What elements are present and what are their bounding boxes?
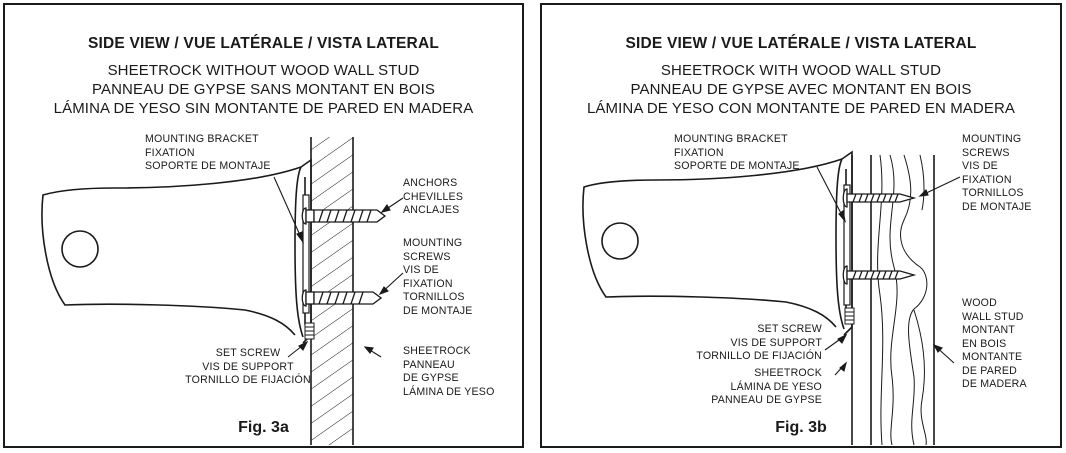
label-sheetrock: SHEETROCK LÁMINA DE YESO PANNEAU DE GYPS… [711,367,822,406]
drawing-no-stud [41,137,404,445]
label-anchors: ANCHORS CHEVILLES ANCLAJES [403,177,464,216]
label-mounting-screws: MOUNTING SCREWS VIS DE FIXATION TORNILLO… [962,133,1032,213]
mounting-bracket-plate [843,184,851,306]
sheetrock-wall [310,137,354,445]
figure-label: Fig. 3a [238,419,289,436]
drawing-with-stud [582,150,961,446]
label-mounting-bracket: MOUNTING BRACKET FIXATION SOPORTE DE MON… [145,133,271,172]
figure-subtitle: SHEETROCK WITHOUT WOOD WALL STUD PANNEAU… [5,61,522,118]
subtitle-line-es: LÁMINA DE YESO CON MONTANTE DE PARED EN … [586,100,1015,117]
label-set-screw: SET SCREW VIS DE SUPPORT TORNILLO DE FIJ… [696,323,822,362]
label-sheetrock: SHEETROCK PANNEAU DE GYPSE LÁMINA DE YES… [403,345,495,398]
hook-body [582,150,853,336]
set-screw [844,307,855,325]
label-mounting-bracket: MOUNTING BRACKET FIXATION SOPORTE DE MON… [674,133,800,172]
figure-3b-panel: SIDE VIEW / VUE LATÉRALE / VISTA LATERAL… [540,3,1062,448]
upper-wood-screw [842,188,917,208]
subtitle-line-en: SHEETROCK WITH WOOD WALL STUD [660,62,942,79]
lower-wood-screw [842,265,917,285]
set-screw [304,322,315,340]
figure-heading: SIDE VIEW / VUE LATÉRALE / VISTA LATERAL [625,35,977,52]
leader-arrows [816,166,961,376]
mounting-bracket-plate [302,194,310,314]
figure-3a-panel: SIDE VIEW / VUE LATÉRALE / VISTA LATERAL… [3,3,524,448]
figure-label: Fig. 3b [775,419,827,436]
subtitle-line-fr: PANNEAU DE GYPSE AVEC MONTANT EN BOIS [630,81,972,98]
figure-heading: SIDE VIEW / VUE LATÉRALE / VISTA LATERAL [87,35,440,52]
hook-body [41,158,312,344]
subtitle-line-en: SHEETROCK WITHOUT WOOD WALL STUD [107,62,420,79]
label-set-screw: SET SCREW VIS DE SUPPORT TORNILLO DE FIJ… [185,347,311,386]
upper-anchor-screw [301,207,387,225]
leader-arrows [273,176,404,358]
subtitle-line-fr: PANNEAU DE GYPSE SANS MONTANT EN BOIS [92,81,435,98]
label-wood-stud: WOOD WALL STUD MONTANT EN BOIS MONTANTE … [962,297,1027,390]
subtitle-line-es: LÁMINA DE YESO SIN MONTANTE DE PARED EN … [53,100,474,117]
label-mounting-screws: MOUNTING SCREWS VIS DE FIXATION TORNILLO… [403,237,473,317]
lower-anchor-screw [301,289,383,307]
figure-subtitle: SHEETROCK WITH WOOD WALL STUD PANNEAU DE… [542,61,1060,118]
